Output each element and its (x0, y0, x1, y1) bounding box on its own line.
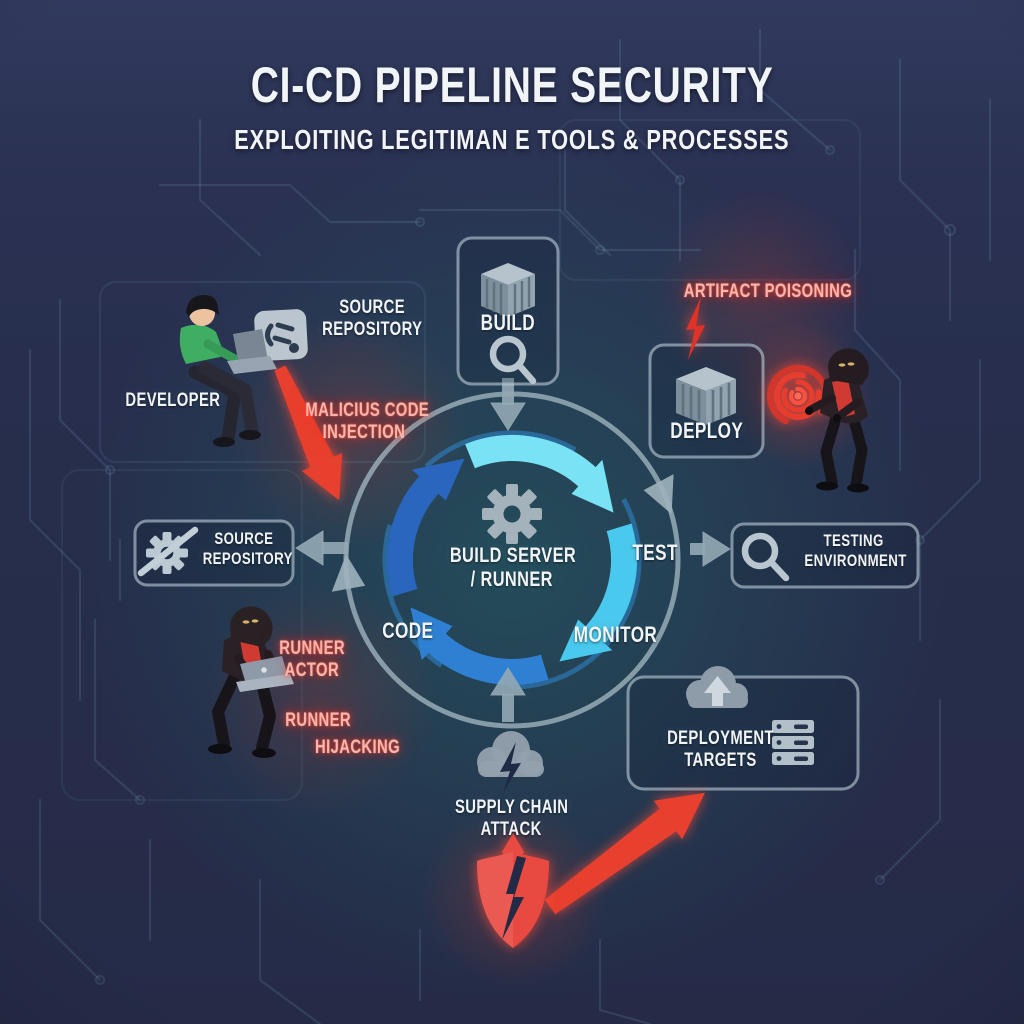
developer-label: DEVELOPER (125, 390, 221, 411)
code-label: CODE (382, 618, 434, 643)
deploy-label: DEPLOY (670, 418, 743, 443)
deployment-targets-label: DEPLOYMENT TARGETS (666, 728, 774, 772)
runner-hijacking-label-line1: RUNNER (285, 710, 352, 731)
build-label: BUILD (480, 310, 536, 335)
poster-title: CI-CD PIPELINE SECURITY (250, 57, 774, 113)
gear-icon (482, 484, 542, 544)
runner-hijacking-label-line2: HIJACKING (315, 737, 401, 758)
poster-subtitle: EXPLOITING LEGITIMAN E TOOLS & PROCESSES (234, 124, 790, 155)
hacker-runner-figure (208, 606, 294, 758)
hacker-hood (827, 348, 869, 385)
cloud-upload-icon (686, 666, 748, 708)
artifact-poisoning-label: ARTIFACT POISONING (683, 281, 853, 302)
supply-chain-attack-label: SUPPLY CHAIN ATTACK (454, 797, 569, 841)
build-server-runner-label: BUILD SERVER / RUNNER (449, 544, 577, 592)
source-repository-box-label: SOURCE REPOSITORY (202, 529, 293, 568)
malicious-code-injection-label: MALICIUS CODE INJECTION (305, 400, 430, 444)
testing-environment-label: TESTING ENVIRONMENT (804, 531, 907, 570)
runner-actor-label: RUNNER ACTOR (279, 638, 346, 682)
test-label: TEST (632, 540, 678, 565)
hacker-hood (230, 606, 273, 647)
deploy-container-icon (676, 367, 736, 425)
attack-shield-icon (477, 833, 549, 948)
build-container-icon (481, 263, 535, 317)
monitor-label: MONITOR (573, 622, 658, 647)
ring-arrowhead-left (331, 554, 366, 592)
storm-cloud-icon (477, 731, 544, 793)
developer-torso (179, 324, 225, 364)
source-repository-top-label: SOURCE REPOSITORY (321, 297, 423, 341)
